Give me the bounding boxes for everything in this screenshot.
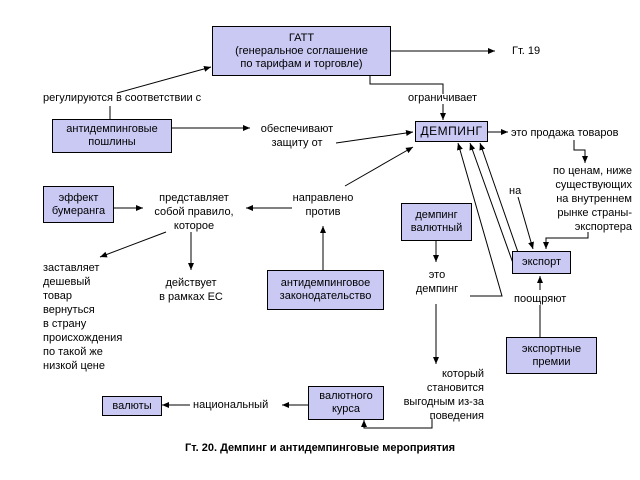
arrow-gatt-limits	[369, 76, 444, 94]
national-label: национальный	[193, 399, 269, 411]
acts-label: действует в рамках ЕС	[159, 277, 223, 303]
arrow-export-dumping-1	[479, 142, 521, 259]
ref-label: Гт. 19	[512, 45, 541, 57]
arrow-directed-dumping	[344, 146, 414, 187]
sale-label: это продажа товаров	[511, 127, 619, 139]
exchange-rate-node: валютного курса	[308, 386, 384, 420]
currencies-node: валюты	[102, 396, 162, 416]
prices-label: по ценам, ниже существующих на внутренне…	[553, 165, 632, 233]
ensures-label: обеспечивают защиту от	[260, 123, 334, 149]
boomerang-node: эффект бумеранга	[43, 186, 114, 223]
export-premiums-node: экспортные премии	[506, 337, 597, 374]
gatt-node: ГАТТ (генеральное соглашение по тарифам …	[212, 26, 391, 76]
arrow-this-dumping	[457, 142, 503, 297]
arrow-which-forces	[99, 231, 167, 258]
arrow-prices-export	[543, 232, 589, 249]
arrow-which-rate	[361, 418, 433, 429]
arrow-regulated-gatt	[116, 65, 212, 94]
which-label: который становится выгодным из-за поведе…	[403, 368, 484, 422]
limits-label: ограничивает	[408, 92, 478, 104]
arrow-sale-prices	[573, 140, 588, 163]
arrow-export-dumping-2	[469, 142, 515, 267]
encourages-label: поощряют	[514, 293, 567, 305]
antidumping-duties-node: антидемпинговые пошлины	[52, 119, 172, 153]
on-label: на	[509, 185, 522, 197]
antidumping-law-node: антидемпинговое законодательство	[267, 270, 384, 310]
represents-label: представляет собой правило, которое	[154, 192, 234, 232]
figure-caption: Гт. 20. Демпинг и антидемпинговые меропр…	[184, 442, 456, 454]
export-node: экспорт	[512, 251, 571, 274]
dumping-node: ДЕМПИНГ	[415, 121, 488, 142]
regulated-label: регулируются в соответствии с	[43, 92, 202, 104]
this-dumping-label: это демпинг	[415, 269, 459, 295]
currency-dumping-node: демпинг валютный	[401, 203, 472, 241]
forces-label: заставляет дешевый товар вернуться в стр…	[43, 262, 123, 372]
arrow-on-export	[517, 196, 534, 250]
arrow-ensures-dumping	[335, 130, 414, 144]
directed-label: направлено против	[292, 192, 354, 218]
